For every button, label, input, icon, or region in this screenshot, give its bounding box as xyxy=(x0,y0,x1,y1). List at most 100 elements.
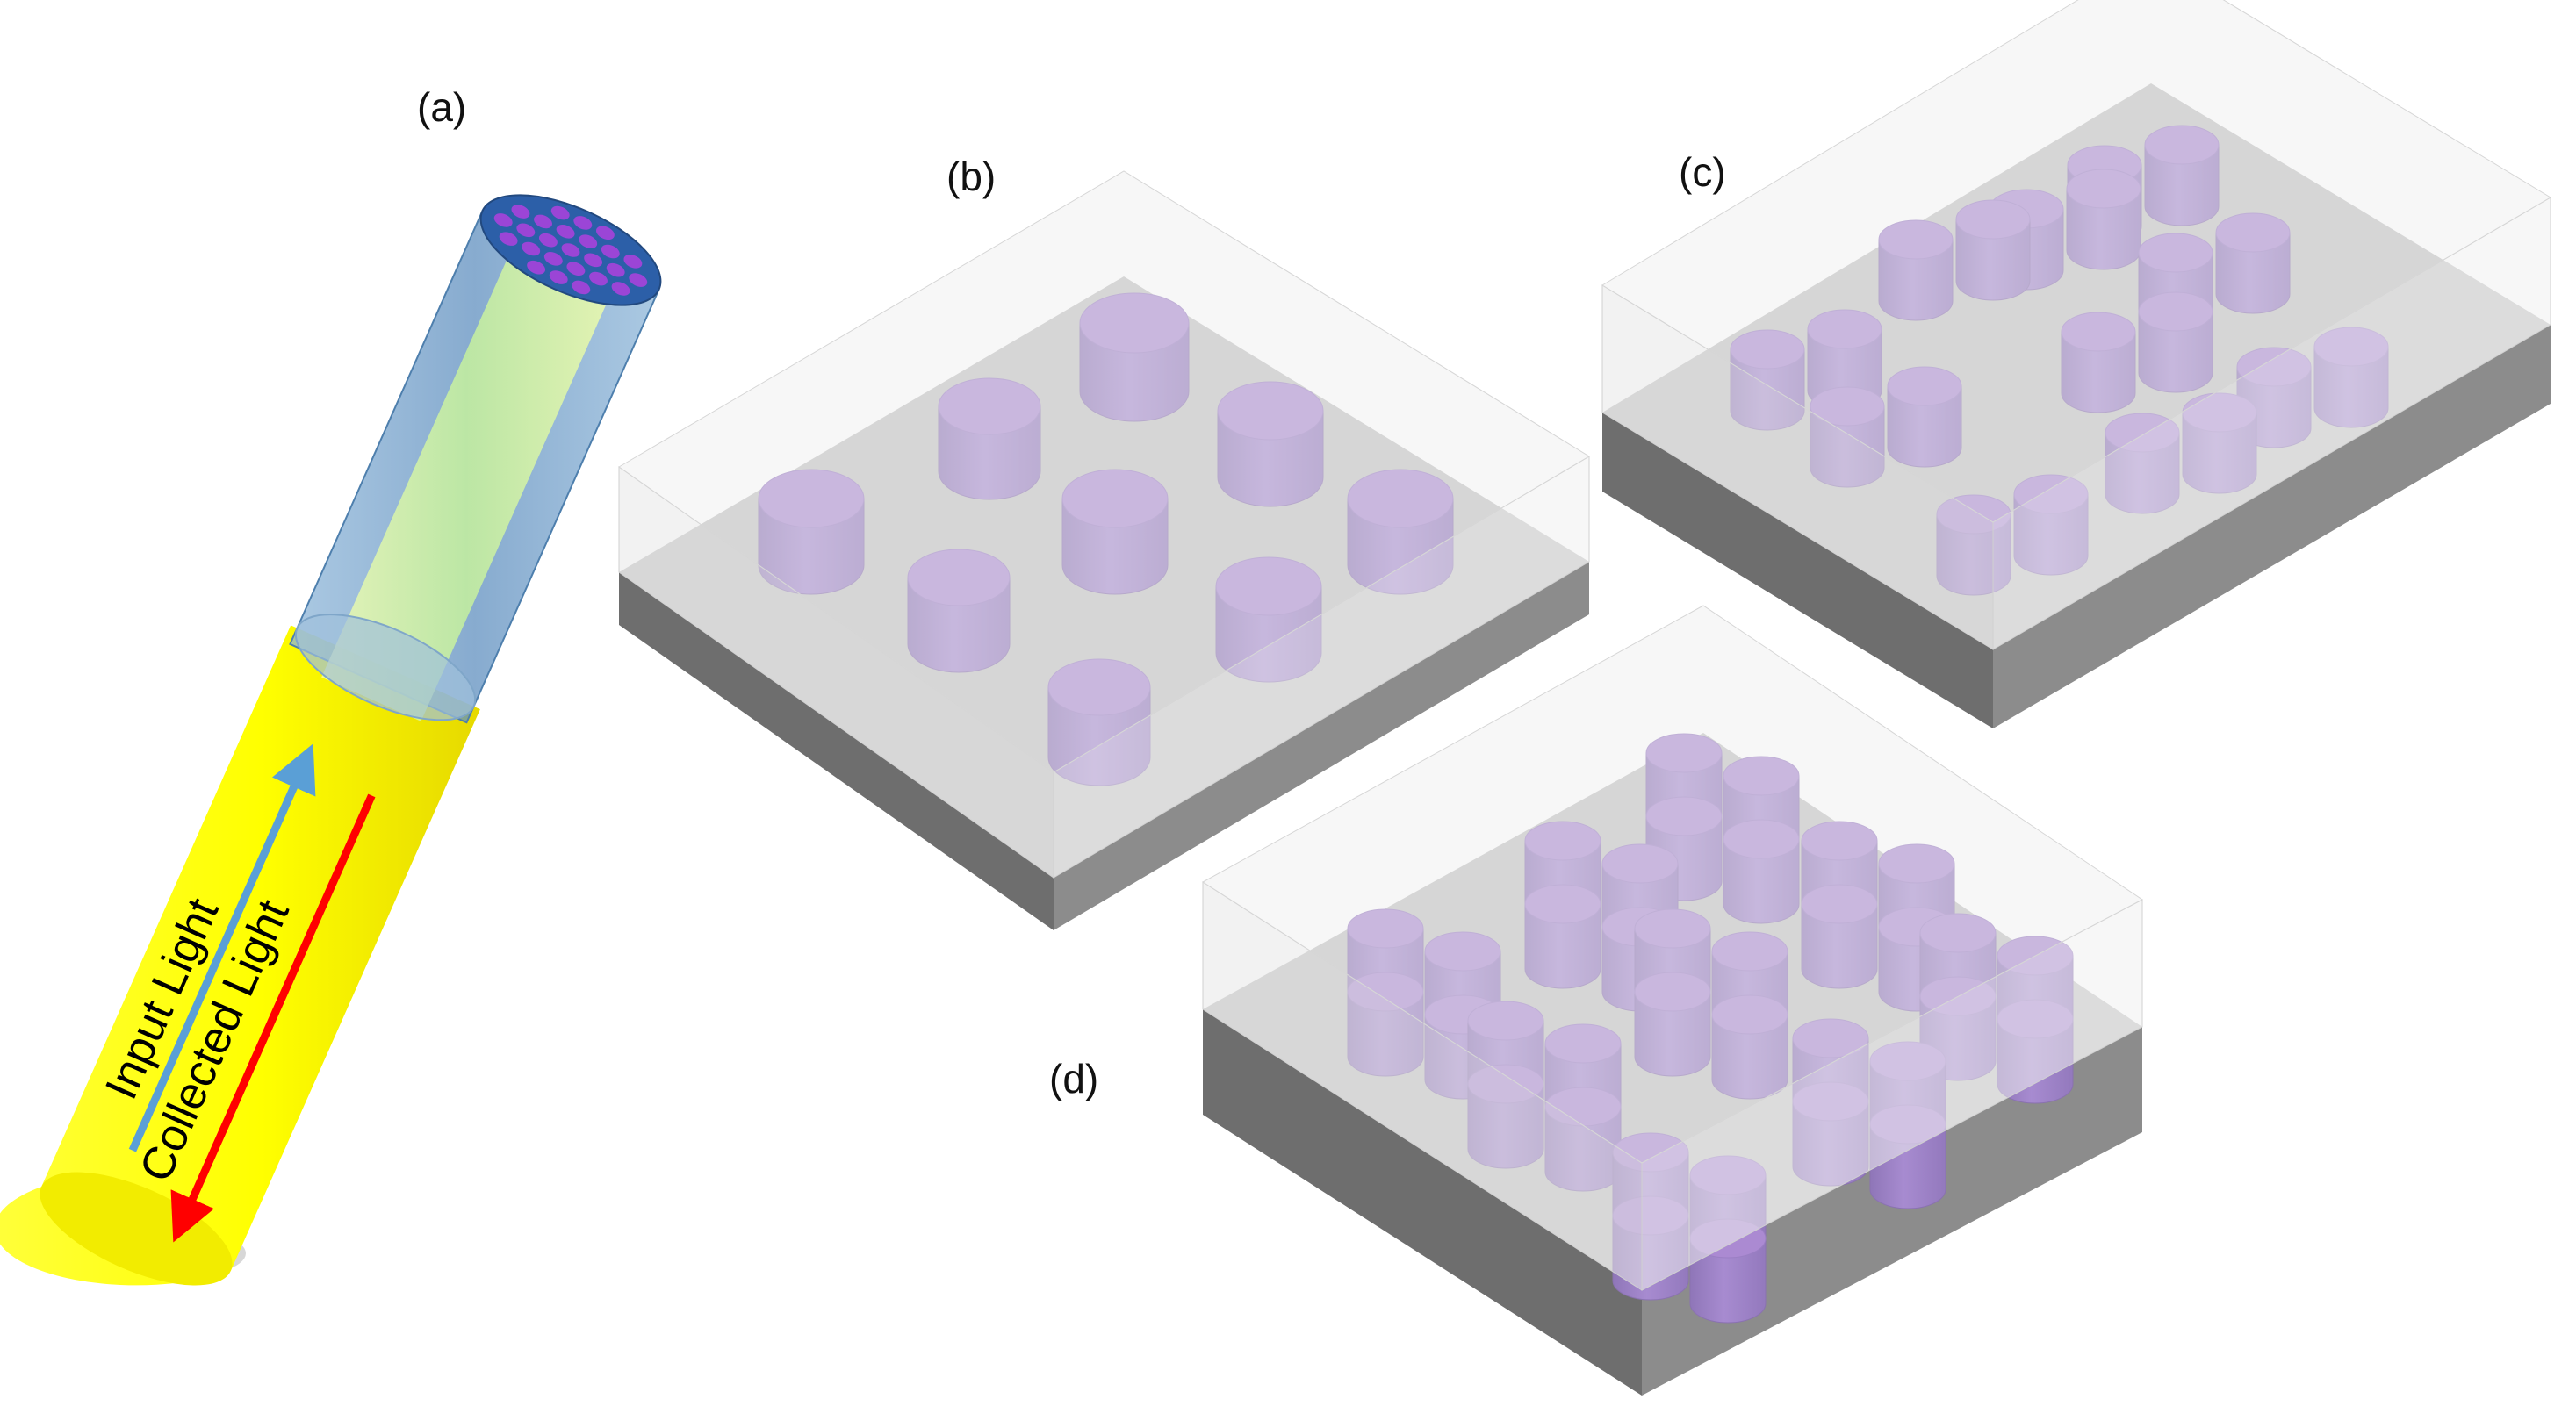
pillar xyxy=(2215,212,2291,314)
pillar-top xyxy=(1955,199,2031,240)
pillar xyxy=(2061,312,2136,413)
fiber-end-pillar xyxy=(601,244,620,259)
fiber-end-pillar xyxy=(584,253,603,268)
pillar xyxy=(1061,469,1169,595)
pillar-top xyxy=(1887,366,1962,406)
substrate-front-face xyxy=(1203,1009,1642,1396)
pillar-top xyxy=(2138,291,2213,332)
panel-label-d: (d) xyxy=(1049,1056,1098,1101)
fiber-end-pillar xyxy=(543,252,563,266)
pillar-top xyxy=(2215,212,2291,253)
pillar xyxy=(1723,819,1800,924)
fiber-core xyxy=(321,252,610,721)
fiber-end-pillar xyxy=(595,226,615,240)
pillar-top xyxy=(1792,1018,1869,1058)
pillar-top xyxy=(1061,469,1169,528)
pillar-top xyxy=(1424,931,1501,972)
pillar-top xyxy=(2066,169,2141,209)
pillar xyxy=(1887,366,1962,468)
pillar-top xyxy=(1807,309,1882,349)
pillar-top xyxy=(1467,1001,1544,1041)
pillar-top xyxy=(938,377,1041,435)
pillar-side xyxy=(1634,991,1711,1077)
pillar xyxy=(758,469,865,595)
pillar-side xyxy=(1711,1014,1788,1100)
cladding-top-face xyxy=(1202,605,2143,1164)
fiber-jacket-end xyxy=(40,1172,233,1286)
fiber-end-pillar xyxy=(573,216,593,230)
pillar-top xyxy=(1723,819,1800,859)
fiber-end-pillar xyxy=(611,282,630,296)
pillar-top xyxy=(1810,386,1885,427)
pillar-top xyxy=(1634,972,1711,1012)
pillar-side xyxy=(1524,903,1601,989)
pillar xyxy=(1079,292,1190,422)
substrate-front-face xyxy=(1602,413,1993,728)
pillar-side xyxy=(1689,1238,1767,1324)
panel-label-a: (a) xyxy=(417,84,466,130)
pillar-top xyxy=(1601,843,1679,884)
pillar-top xyxy=(1217,381,1324,441)
pillar-side xyxy=(1887,385,1962,468)
pillar-top xyxy=(1047,658,1151,716)
fiber-end-pillar xyxy=(549,270,568,284)
pillar-side xyxy=(1723,838,1800,924)
pillar-side xyxy=(1801,903,1878,989)
panel-label-b: (b) xyxy=(946,154,996,199)
pillar-side xyxy=(2215,232,2291,314)
pillar-side xyxy=(1955,219,2031,301)
panel-label-c: (c) xyxy=(1679,149,1726,195)
pillar xyxy=(2144,125,2220,226)
pillar-top xyxy=(1878,219,1954,260)
fiber-end-pillar xyxy=(579,234,598,248)
fiber-end-pillar xyxy=(516,223,536,238)
pillar-top xyxy=(1878,843,1955,884)
pillar xyxy=(1801,884,1878,989)
pillar-top xyxy=(1544,1023,1622,1064)
fiber-end-pillar xyxy=(538,233,558,248)
fiber-end-pillar xyxy=(566,262,586,276)
fiber-end-pillar xyxy=(556,224,575,239)
pillar xyxy=(938,377,1041,500)
fiber-junction xyxy=(294,614,477,721)
pillar-top xyxy=(1801,884,1878,924)
fiber-end-pillar xyxy=(550,205,570,220)
substrate-side-face xyxy=(1642,1027,2142,1396)
pillar-top xyxy=(907,549,1011,606)
pillar-top xyxy=(1711,994,1788,1035)
fiber-end-pillar xyxy=(572,280,591,295)
pillar xyxy=(1711,994,1788,1100)
collected-light-arrow xyxy=(170,793,376,1243)
input-light-arrow xyxy=(128,743,316,1152)
pillar-side xyxy=(2138,311,2213,393)
metasurface-chip-d xyxy=(1202,605,2143,1396)
pillar xyxy=(1524,884,1601,989)
cladding-top-face xyxy=(1601,0,2551,523)
pillar-top xyxy=(1634,908,1711,949)
fiber-end-pillar xyxy=(561,243,580,257)
fiber-end-pillar xyxy=(606,262,625,277)
pillar-top xyxy=(1730,329,1805,370)
pillar-top xyxy=(758,469,865,528)
fiber-end-pillar xyxy=(527,260,546,275)
pillar-top xyxy=(1524,821,1601,861)
pillar-side xyxy=(2061,331,2136,413)
pillar-top xyxy=(1645,733,1723,773)
cladding-top-face xyxy=(618,170,1590,773)
pillar-top xyxy=(1801,821,1878,861)
substrate-side-face xyxy=(1054,562,1589,930)
pillar xyxy=(907,549,1011,673)
pillar-top xyxy=(1723,756,1800,796)
substrate-side-face xyxy=(1993,325,2551,728)
fiber-end-pillar xyxy=(629,273,648,287)
fiber-end-pillar xyxy=(589,271,608,286)
fiber-end-pillar xyxy=(499,232,518,246)
pillar-top xyxy=(1645,796,1723,836)
metasurface-chip-c xyxy=(1601,0,2551,728)
fiber-end-pillar xyxy=(511,205,530,219)
fiber-end-pillar xyxy=(493,213,513,227)
pillar-top xyxy=(1215,556,1322,616)
pillar-top xyxy=(2138,233,2213,273)
fiber-end-pillar xyxy=(534,214,552,229)
pillar-side xyxy=(1878,239,1954,321)
